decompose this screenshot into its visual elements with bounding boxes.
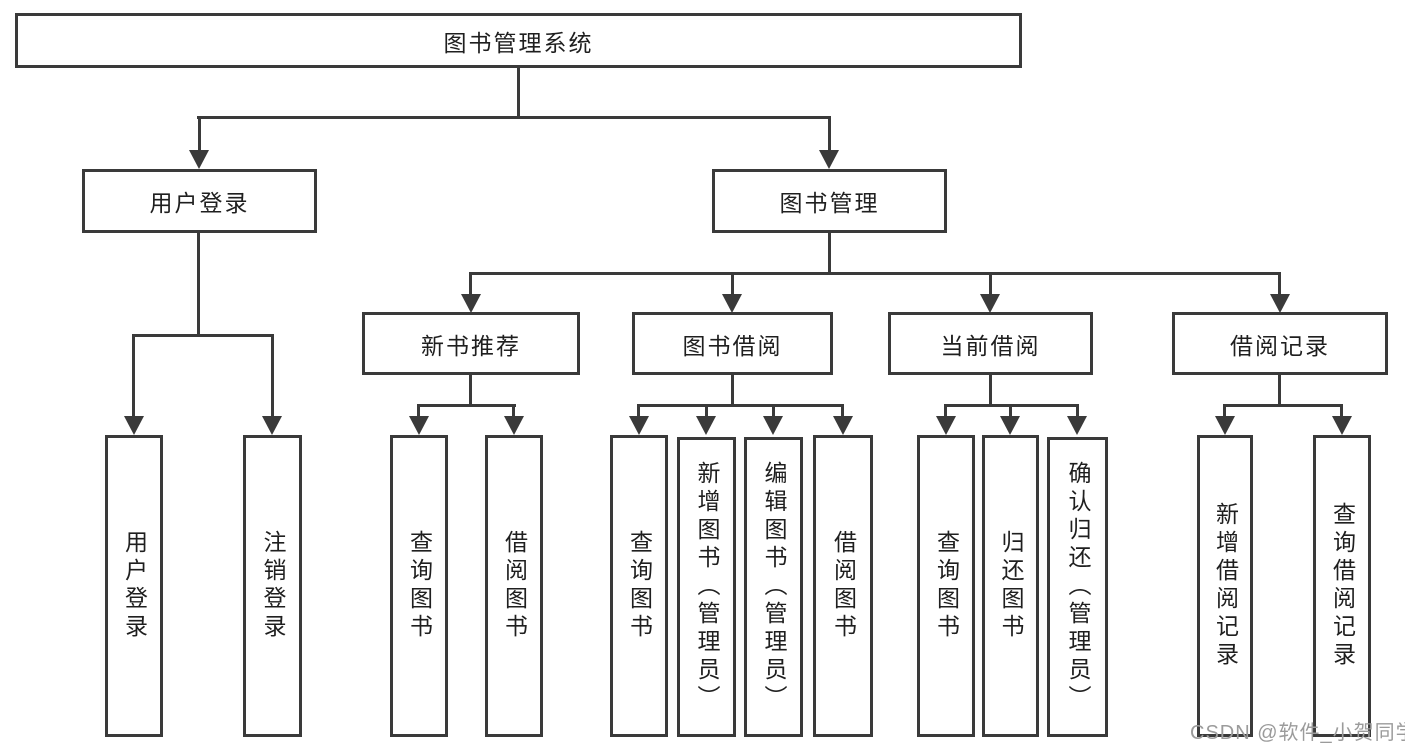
leaf-confirm-return-admin-label: 确认归还（管理员） (1065, 461, 1091, 713)
connector-newbook-shaft-1 (417, 404, 420, 419)
connector-bookmgmt-vline (828, 233, 831, 275)
leaf-edit-book-admin: 编辑图书（管理员） (744, 437, 803, 737)
leaf-query-book-current-label: 查询图书 (933, 530, 960, 642)
leaf-logout-label: 注销登录 (260, 530, 286, 642)
connector-borrowing-hline (637, 404, 844, 407)
arrow-down-icon (1000, 416, 1020, 435)
leaf-query-book-recommend-label: 查询图书 (406, 530, 433, 642)
connector-bookmgmt-shaft-3 (989, 272, 992, 296)
connector-borrowing-shaft-1 (637, 404, 640, 419)
arrow-down-icon (629, 416, 649, 435)
connector-current-shaft-1 (944, 404, 947, 419)
arrow-down-icon (833, 416, 853, 435)
leaf-confirm-return-admin: 确认归还（管理员） (1047, 437, 1108, 737)
node-book-borrowing-label: 图书借阅 (682, 332, 783, 359)
connector-root-left-shaft (198, 116, 201, 152)
connector-userlogin-shaft-1 (132, 334, 135, 417)
node-user-login-label: 用户登录 (149, 190, 250, 216)
node-user-login: 用户登录 (82, 169, 317, 233)
connector-current-vline (989, 375, 992, 407)
connector-current-shaft-3 (1076, 404, 1079, 419)
arrow-down-icon (819, 150, 839, 169)
leaf-return-book: 归还图书 (982, 435, 1039, 737)
arrow-down-icon (1067, 416, 1087, 435)
leaf-borrow-book-label: 借阅图书 (830, 530, 857, 642)
leaf-user-login: 用户登录 (105, 435, 163, 737)
arrow-down-icon (262, 416, 282, 435)
leaf-add-book-admin-label: 新增图书（管理员） (694, 461, 720, 713)
node-book-borrowing: 图书借阅 (632, 312, 833, 375)
connector-newbook-vline (469, 375, 472, 407)
connector-current-shaft-2 (1009, 404, 1012, 419)
node-borrowing-records: 借阅记录 (1172, 312, 1388, 375)
connector-bookmgmt-shaft-4 (1278, 272, 1281, 296)
arrow-down-icon (936, 416, 956, 435)
arrow-down-icon (980, 294, 1000, 313)
connector-userlogin-shaft-2 (271, 334, 274, 417)
connector-records-vline (1278, 375, 1281, 407)
arrow-down-icon (409, 416, 429, 435)
arrow-down-icon (1270, 294, 1290, 313)
leaf-borrow-book: 借阅图书 (813, 435, 873, 737)
arrow-down-icon (189, 150, 209, 169)
node-library-system: 图书管理系统 (15, 13, 1022, 68)
leaf-borrow-book-recommend-label: 借阅图书 (501, 530, 528, 642)
connector-userlogin-hline (132, 334, 274, 337)
connector-records-shaft-1 (1223, 404, 1226, 419)
arrow-down-icon (1215, 416, 1235, 435)
connector-newbook-hline (417, 404, 516, 407)
connector-borrowing-shaft-3 (772, 404, 775, 419)
connector-borrowing-shaft-4 (841, 404, 844, 419)
leaf-add-book-admin: 新增图书（管理员） (677, 437, 736, 737)
node-current-borrowing-label: 当前借阅 (940, 332, 1041, 359)
connector-newbook-shaft-2 (512, 404, 515, 419)
leaf-borrow-book-recommend: 借阅图书 (485, 435, 543, 737)
leaf-user-login-label: 用户登录 (121, 530, 148, 642)
leaf-query-borrow-record-label: 查询借阅记录 (1329, 502, 1356, 670)
connector-bookmgmt-hline (469, 272, 1281, 275)
connector-borrowing-shaft-2 (705, 404, 708, 419)
arrow-down-icon (124, 416, 144, 435)
connector-userlogin-vline (197, 233, 200, 337)
arrow-down-icon (504, 416, 524, 435)
node-borrowing-records-label: 借阅记录 (1230, 332, 1330, 359)
node-library-system-label: 图书管理系统 (443, 29, 594, 56)
connector-borrowing-vline (731, 375, 734, 407)
leaf-add-borrow-record: 新增借阅记录 (1197, 435, 1253, 737)
connector-bookmgmt-shaft-1 (469, 272, 472, 296)
node-book-management-label: 图书管理 (779, 190, 880, 216)
connector-root-vline (517, 68, 520, 119)
leaf-logout: 注销登录 (243, 435, 302, 737)
leaf-query-book-current: 查询图书 (917, 435, 975, 737)
arrow-down-icon (763, 416, 783, 435)
arrow-down-icon (1332, 416, 1352, 435)
leaf-add-borrow-record-label: 新增借阅记录 (1212, 502, 1239, 670)
leaf-return-book-label: 归还图书 (998, 530, 1024, 642)
arrow-down-icon (461, 294, 481, 313)
node-current-borrowing: 当前借阅 (888, 312, 1093, 375)
connector-root-hline (197, 116, 831, 119)
leaf-query-book-borrowing: 查询图书 (610, 435, 668, 737)
node-new-book-recommend-label: 新书推荐 (421, 332, 521, 359)
connector-records-shaft-2 (1340, 404, 1343, 419)
arrow-down-icon (696, 416, 716, 435)
arrow-down-icon (722, 294, 742, 313)
leaf-query-book-recommend: 查询图书 (390, 435, 448, 737)
leaf-query-book-borrowing-label: 查询图书 (626, 530, 653, 642)
connector-bookmgmt-shaft-2 (731, 272, 734, 296)
connector-root-right-shaft (828, 116, 831, 152)
connector-records-hline (1223, 404, 1343, 407)
leaf-query-borrow-record: 查询借阅记录 (1313, 435, 1371, 737)
csdn-watermark: CSDN @软件_小贺同学 (1190, 722, 1405, 744)
node-new-book-recommend: 新书推荐 (362, 312, 580, 375)
node-book-management: 图书管理 (712, 169, 947, 233)
leaf-edit-book-admin-label: 编辑图书（管理员） (761, 461, 787, 713)
